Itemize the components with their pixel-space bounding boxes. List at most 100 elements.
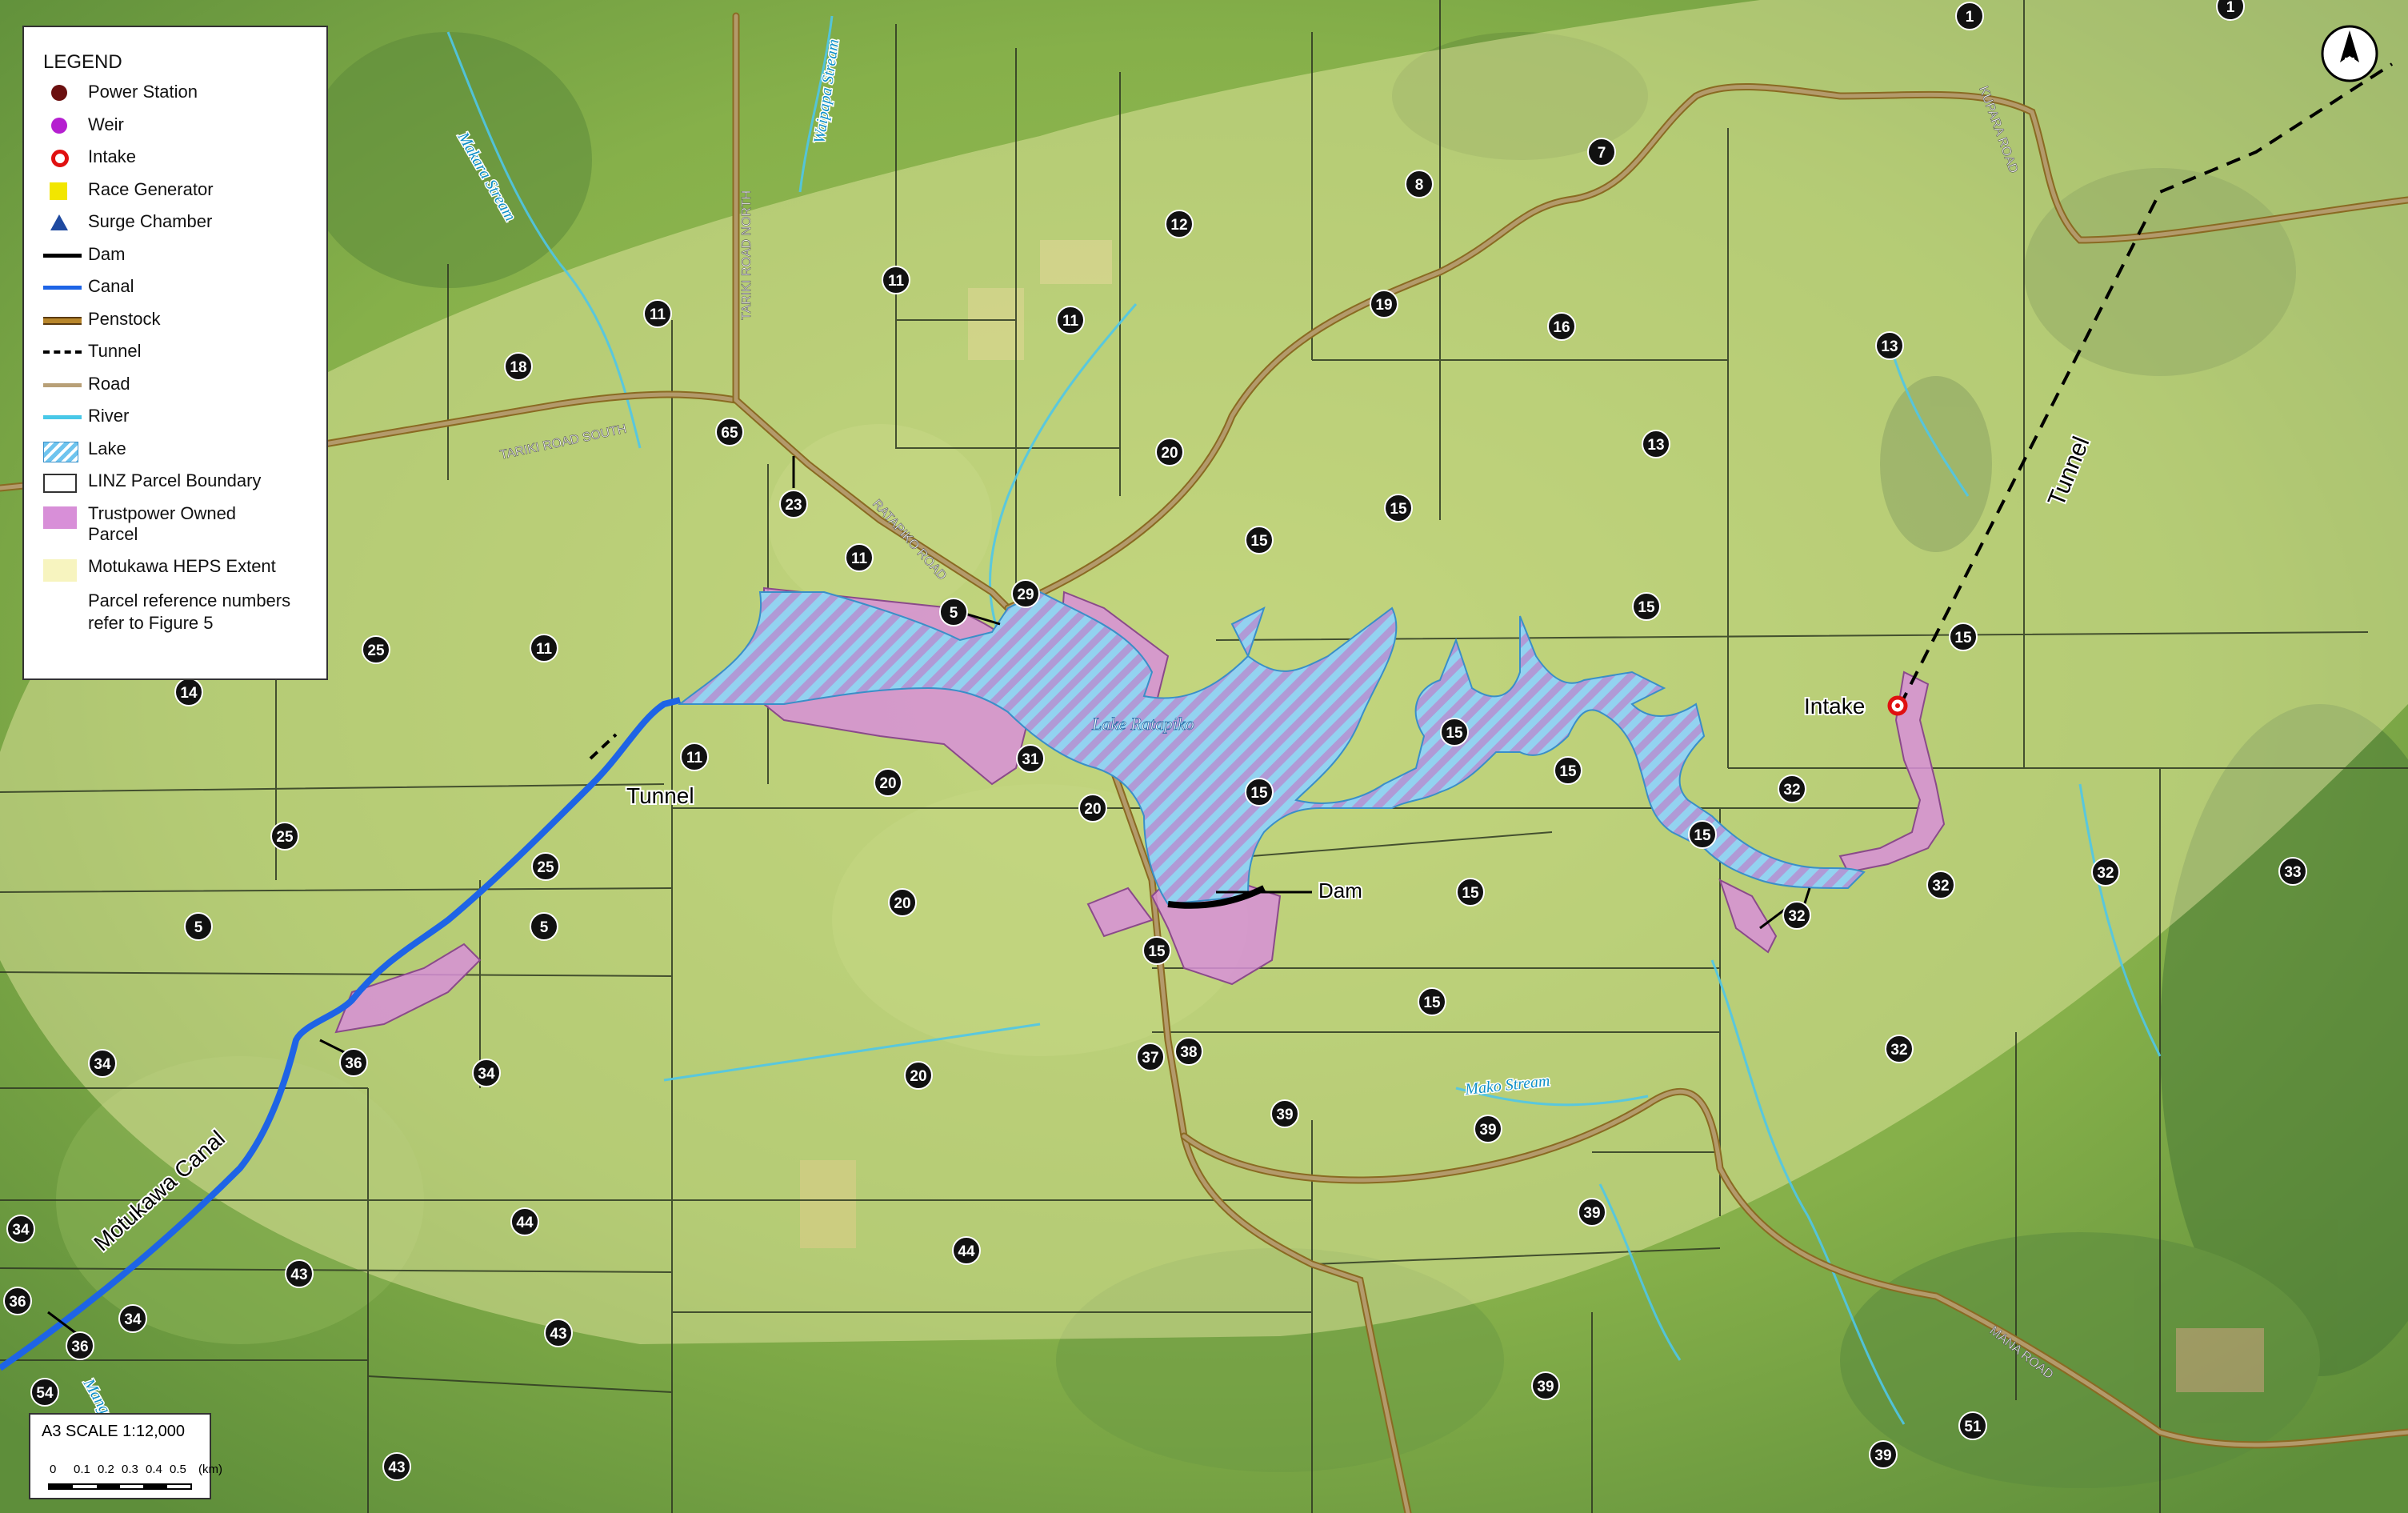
parcel-marker[interactable]: 39 [1578, 1198, 1606, 1227]
parcel-marker[interactable]: 23 [779, 490, 808, 518]
parcel-marker[interactable]: 51 [1958, 1411, 1987, 1440]
parcel-marker[interactable]: 43 [382, 1452, 411, 1481]
legend-item: River [43, 406, 326, 438]
parcel-marker[interactable]: 7 [1587, 138, 1616, 166]
parcel-marker[interactable]: 13 [1875, 331, 1904, 360]
parcel-marker[interactable]: 11 [680, 742, 709, 771]
parcel-marker[interactable]: 15 [1554, 756, 1582, 785]
parcel-marker[interactable]: 44 [510, 1207, 539, 1236]
parcel-marker-circle [1587, 138, 1616, 166]
parcel-marker-circle [1165, 210, 1194, 238]
parcel-marker[interactable]: 31 [1016, 744, 1045, 773]
parcel-marker[interactable]: 12 [1165, 210, 1194, 238]
parcel-marker[interactable]: 39 [1869, 1440, 1898, 1469]
parcel-marker[interactable]: 1 [2216, 0, 2245, 21]
parcel-marker[interactable]: 1 [1955, 2, 1984, 30]
parcel-number: 15 [1250, 785, 1268, 802]
parcel-marker-circle [1949, 622, 1978, 651]
parcel-marker[interactable]: 39 [1531, 1371, 1560, 1400]
fill-square-icon [43, 556, 88, 582]
parcel-marker[interactable]: 39 [1474, 1115, 1502, 1143]
lake-ratapiko [678, 590, 1866, 906]
parcel-marker-circle [2091, 858, 2120, 887]
parcel-number: 11 [650, 306, 666, 323]
parcel-marker[interactable]: 15 [1440, 718, 1469, 746]
parcel-marker[interactable]: 5 [184, 912, 213, 941]
parcel-marker[interactable]: 20 [1155, 438, 1184, 466]
parcel-marker[interactable]: 15 [1418, 987, 1446, 1016]
parcel-marker[interactable]: 25 [362, 635, 390, 664]
parcel-marker-circle [1174, 1037, 1203, 1066]
north-label: N [2344, 55, 2355, 73]
parcel-marker[interactable]: 34 [118, 1304, 147, 1333]
parcel-marker[interactable]: 25 [270, 822, 299, 851]
parcel-marker[interactable]: 34 [6, 1215, 35, 1243]
parcel-marker[interactable]: 11 [1056, 306, 1085, 334]
parcel-marker[interactable]: 18 [504, 352, 533, 381]
legend-item-label: Lake [88, 438, 126, 458]
parcel-marker[interactable]: 15 [1142, 936, 1171, 965]
parcel-marker[interactable]: 32 [1885, 1035, 1914, 1063]
parcel-marker-circle [1778, 775, 1806, 803]
parcel-marker[interactable]: 39 [1270, 1099, 1299, 1128]
parcel-marker[interactable]: 16 [1547, 312, 1576, 341]
parcel-marker-circle [1016, 744, 1045, 773]
parcel-marker[interactable]: 38 [1174, 1037, 1203, 1066]
parcel-marker[interactable]: 54 [30, 1378, 59, 1407]
parcel-marker[interactable]: 15 [1384, 494, 1413, 522]
parcel-marker[interactable]: 20 [888, 888, 917, 917]
parcel-marker[interactable]: 5 [939, 598, 968, 626]
parcel-marker[interactable]: 15 [1245, 526, 1274, 554]
parcel-marker[interactable]: 37 [1136, 1043, 1165, 1071]
parcel-marker[interactable]: 15 [1632, 592, 1661, 621]
parcel-marker-circle [1885, 1035, 1914, 1063]
parcel-marker[interactable]: 65 [715, 418, 744, 446]
parcel-marker[interactable]: 15 [1949, 622, 1978, 651]
parcel-marker[interactable]: 5 [530, 912, 558, 941]
parcel-marker[interactable]: 36 [339, 1048, 368, 1077]
parcel-number: 15 [1694, 827, 1711, 844]
parcel-marker[interactable]: 34 [88, 1049, 117, 1078]
north-arrow-icon: N [2321, 25, 2378, 82]
parcel-marker[interactable]: 25 [531, 852, 560, 881]
parcel-marker[interactable]: 34 [472, 1059, 501, 1087]
parcel-marker[interactable]: 13 [1642, 430, 1670, 458]
square-icon [43, 179, 88, 202]
parcel-marker[interactable]: 29 [1011, 579, 1040, 608]
parcel-number: 20 [1161, 445, 1178, 462]
parcel-marker[interactable]: 36 [66, 1331, 94, 1360]
parcel-marker[interactable]: 44 [952, 1236, 981, 1265]
parcel-marker[interactable]: 20 [904, 1061, 933, 1090]
parcel-marker-circle [382, 1452, 411, 1481]
parcel-marker[interactable]: 36 [3, 1287, 32, 1315]
parcel-marker[interactable]: 11 [643, 299, 672, 328]
parcel-marker-circle [1418, 987, 1446, 1016]
parcel-marker[interactable]: 20 [1078, 794, 1107, 823]
parcel-number: 11 [536, 641, 553, 658]
parcel-marker[interactable]: 20 [874, 768, 902, 797]
parcel-marker[interactable]: 32 [1778, 775, 1806, 803]
parcel-marker[interactable]: 32 [1926, 871, 1955, 899]
parcel-marker[interactable]: 11 [530, 634, 558, 662]
outline-square-icon [43, 470, 88, 493]
parcel-marker[interactable]: 11 [845, 543, 874, 572]
parcel-number: 33 [2284, 864, 2301, 881]
parcel-marker[interactable]: 32 [1782, 901, 1811, 930]
legend-item: Penstock [43, 309, 326, 342]
parcel-marker[interactable]: 19 [1370, 290, 1398, 318]
parcel-marker[interactable]: 15 [1688, 820, 1717, 849]
parcel-marker[interactable]: 15 [1456, 878, 1485, 907]
legend-item: Motukawa HEPS Extent [43, 556, 326, 589]
parcel-marker[interactable]: 11 [882, 266, 910, 294]
parcel-marker[interactable]: 43 [285, 1259, 314, 1288]
parcel-marker[interactable]: 8 [1405, 170, 1434, 198]
parcel-marker[interactable]: 43 [544, 1319, 573, 1347]
parcel-marker-circle [1370, 290, 1398, 318]
parcel-marker[interactable]: 33 [2278, 857, 2307, 886]
parcel-marker[interactable]: 15 [1245, 778, 1274, 807]
parcel-marker[interactable]: 14 [174, 678, 203, 706]
parcel-marker[interactable]: 32 [2091, 858, 2120, 887]
